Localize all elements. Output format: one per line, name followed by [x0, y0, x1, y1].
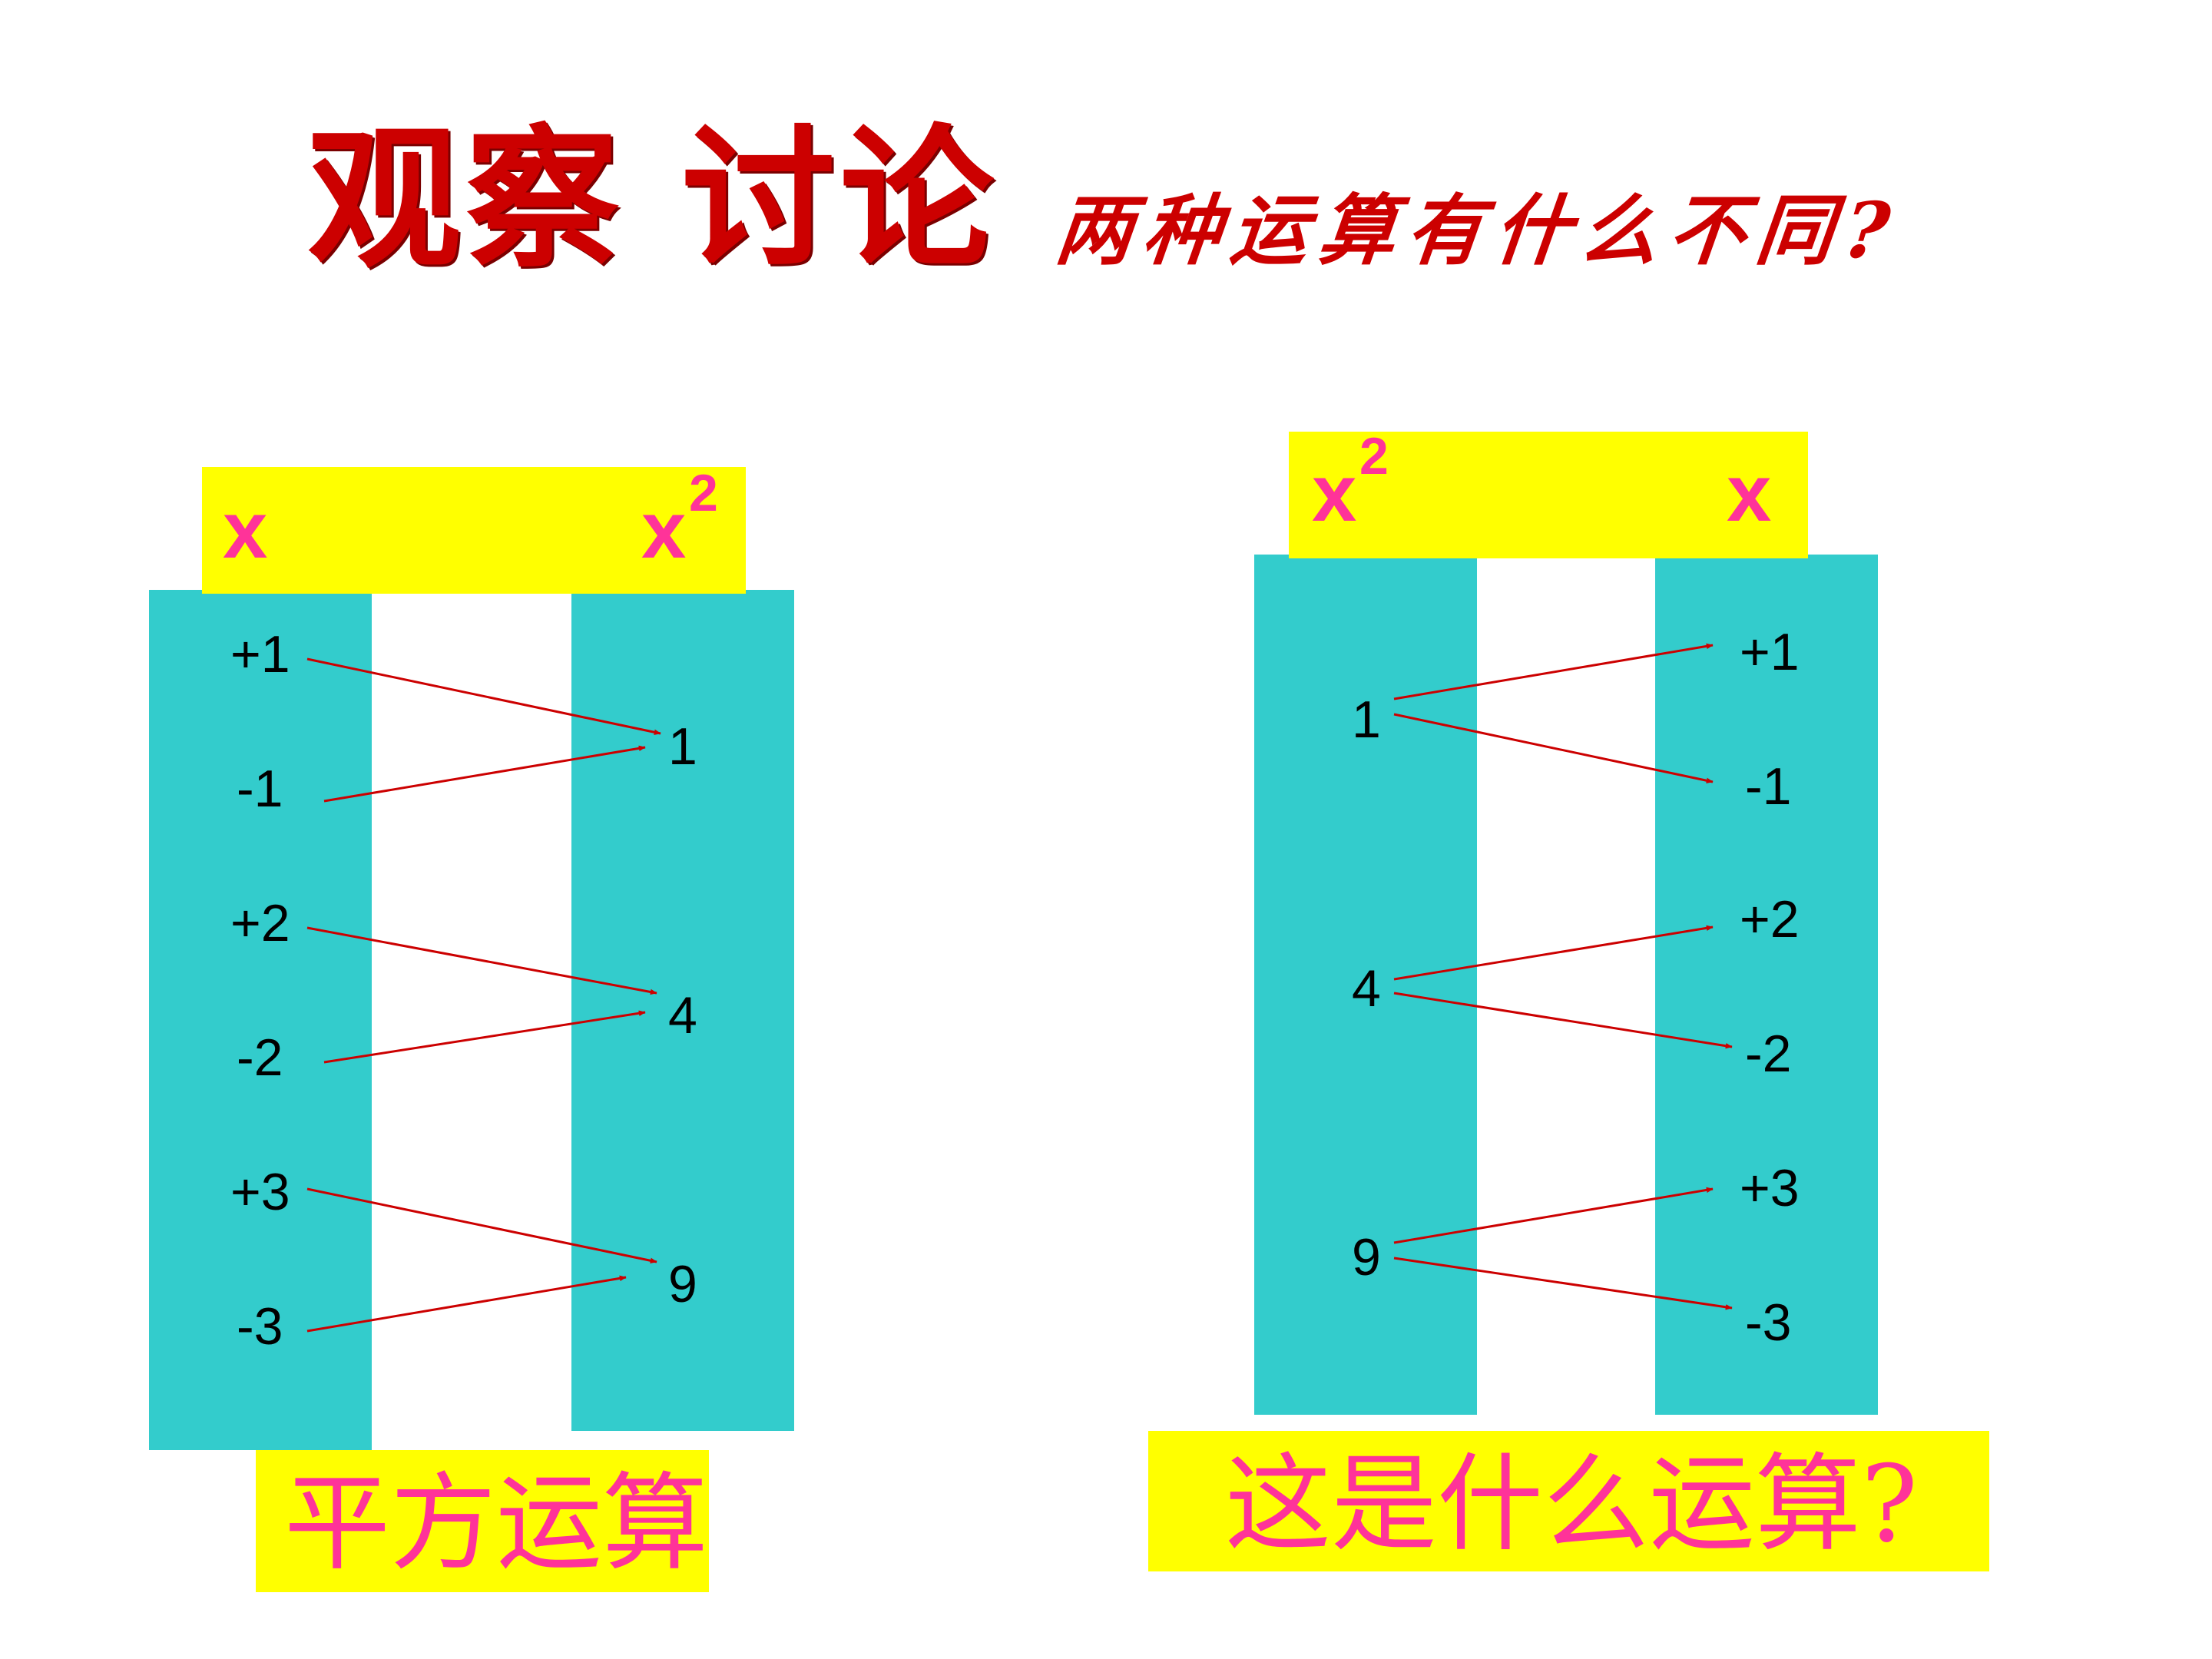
arrow-left-pos1-to-1 [306, 657, 661, 735]
right-input-item: 1 [1352, 690, 1381, 749]
arrow-right-9-to-pos3 [1393, 1187, 1714, 1244]
right-output-item: +2 [1740, 890, 1800, 949]
right-caption-box [1148, 1431, 1989, 1571]
left-output-item: 4 [668, 986, 697, 1045]
left-input-item: -3 [237, 1297, 283, 1356]
right-input-item: 4 [1352, 959, 1381, 1018]
arrow-left-neg3-to-9 [306, 1275, 627, 1333]
right-header-x: x [1727, 449, 1772, 538]
arrow-left-pos3-to-9 [306, 1187, 657, 1263]
arrow-left-neg2-to-4 [323, 1010, 646, 1064]
arrow-left-neg1-to-1 [323, 745, 646, 803]
arrow-right-4-to-pos2 [1393, 925, 1714, 981]
right-input-item: 9 [1352, 1228, 1381, 1286]
arrow-right-1-to-neg1 [1393, 713, 1714, 783]
right-input-column [1254, 555, 1477, 1415]
arrow-right-4-to-neg2 [1393, 992, 1733, 1049]
left-input-item: +2 [230, 894, 290, 952]
left-input-item: +3 [230, 1163, 290, 1221]
right-caption: 这是什么运算? [1225, 1442, 1918, 1566]
page-title: 观察 讨论 [307, 109, 998, 290]
right-header-bar [1289, 432, 1808, 558]
right-header-x2-exponent: 2 [1359, 427, 1389, 485]
left-header-x2-exponent: 2 [689, 464, 718, 522]
left-input-column [149, 590, 372, 1450]
left-output-item: 1 [668, 717, 697, 776]
left-output-item: 9 [668, 1255, 697, 1313]
left-header-x: x [223, 485, 268, 575]
left-input-item: -2 [237, 1028, 283, 1087]
right-header-x2-base: x [1312, 449, 1357, 538]
arrow-left-pos2-to-4 [306, 926, 657, 995]
left-caption-box [256, 1450, 709, 1592]
right-output-item: -3 [1745, 1293, 1792, 1352]
left-output-column [571, 590, 794, 1431]
left-header-x2-base: x [641, 485, 687, 575]
right-output-item: -1 [1745, 757, 1792, 816]
left-input-item: +1 [230, 625, 290, 684]
right-output-item: +3 [1740, 1159, 1800, 1217]
arrow-right-1-to-pos1 [1393, 643, 1714, 700]
left-caption: 平方运算 [284, 1462, 709, 1585]
left-input-item: -1 [237, 760, 283, 818]
right-output-column [1655, 555, 1878, 1415]
right-output-item: -2 [1745, 1025, 1792, 1083]
right-output-item: +1 [1740, 623, 1800, 681]
arrow-right-9-to-neg3 [1393, 1257, 1733, 1310]
left-header-bar [202, 467, 746, 594]
